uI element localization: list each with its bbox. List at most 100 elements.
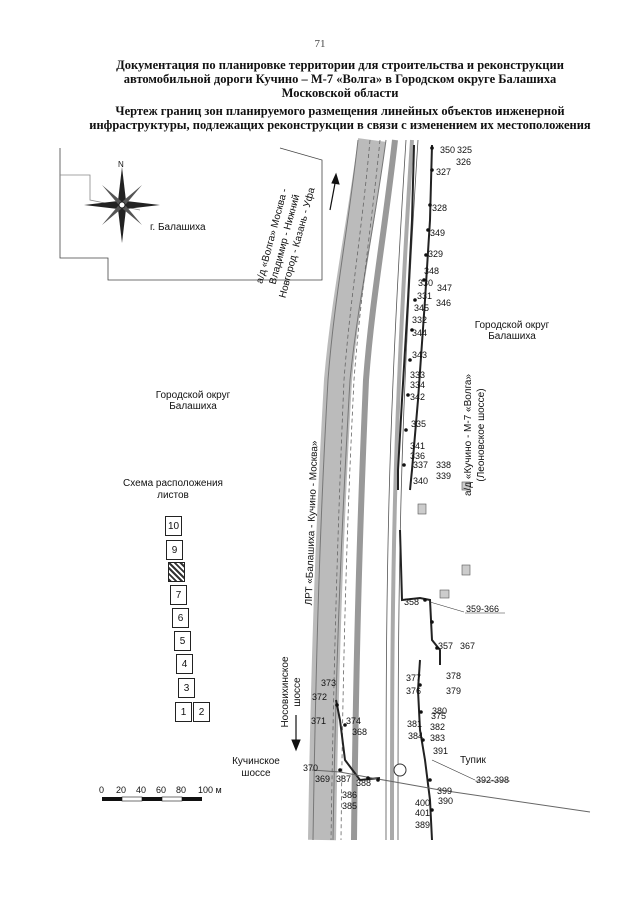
point-label: 367 (460, 641, 476, 651)
point-label: 337 (413, 460, 429, 470)
point-label: 377 (406, 673, 422, 683)
sheet-5: 5 (174, 631, 191, 651)
scale-tick: 60 (156, 785, 167, 795)
point-label: 359-366 (466, 604, 500, 614)
district-label-right: Городской округ Балашиха (462, 320, 562, 342)
sheet-6: 6 (172, 608, 189, 628)
point-label: 336 (410, 451, 426, 461)
point-label: 326 (456, 157, 472, 167)
kuchinskoe-label: Кучинское шоссе (226, 756, 286, 780)
point-label: 347 (437, 283, 453, 293)
point-label: 341 (410, 441, 426, 451)
point-label: 340 (413, 476, 429, 486)
point-label: 369 (315, 774, 331, 784)
point-label: 349 (430, 228, 446, 238)
point-label: 334 (410, 380, 426, 390)
scale-bar (102, 796, 202, 802)
road-line: (Леоновское шоссе) (476, 388, 487, 482)
point-label: 374 (346, 716, 362, 726)
point-label: 375 (431, 711, 447, 721)
point-label: 381 (407, 719, 423, 729)
point-label: 342 (410, 392, 426, 402)
direction-arrow-icon (329, 172, 340, 211)
buildings (417, 481, 471, 599)
point-label: 338 (436, 460, 452, 470)
point-label: 380 (432, 706, 448, 716)
road-line: а/д «Кучино - М-7 «Волга» (463, 373, 474, 497)
point-label: 399 (437, 786, 453, 796)
point-label: 387 (336, 774, 352, 784)
sheet-scheme-title: Схема расположения листов (108, 478, 238, 502)
point-label: 376 (406, 686, 422, 696)
scale-tick: 100 м (198, 785, 222, 795)
point-label: 373 (321, 678, 337, 688)
road-line: Носовихинское (280, 656, 291, 728)
sheet-9: 9 (166, 540, 183, 560)
point-label: 344 (412, 328, 428, 338)
point-label: 382 (430, 722, 446, 732)
sheet-4: 4 (176, 654, 193, 674)
point-label: 391 (433, 746, 449, 756)
district-line: Балашиха (488, 331, 536, 342)
tupik-label: Тупик (460, 755, 486, 766)
point-label: 339 (436, 471, 452, 481)
subtitle-line: инфраструктуры, подлежащих реконструкции… (89, 118, 591, 132)
road-line: шоссе (292, 677, 303, 707)
drawing-subtitle: Чертеж границ зон планируемого размещени… (70, 104, 610, 132)
boundary-points (335, 146, 439, 812)
point-label: 390 (438, 796, 454, 806)
scale-tick: 20 (116, 785, 127, 795)
point-label: 371 (311, 716, 327, 726)
point-label: 389 (415, 820, 431, 830)
point-label: 379 (446, 686, 462, 696)
point-label: 343 (412, 350, 428, 360)
scheme-title-line: Схема расположения (123, 478, 223, 489)
point-label: 346 (436, 298, 452, 308)
point-label: 370 (303, 763, 319, 773)
north-label: N (118, 160, 124, 169)
sheet-10: 10 (165, 516, 182, 536)
volga-highway (308, 138, 398, 841)
scale-tick: 80 (176, 785, 187, 795)
point-label: 345 (414, 303, 430, 313)
sheet-7: 7 (170, 585, 187, 605)
district-line: Городской округ (155, 390, 231, 401)
point-label: 358 (404, 597, 420, 607)
point-label: 401 (415, 808, 431, 818)
sheet-2: 2 (193, 702, 210, 722)
point-label: 368 (352, 727, 368, 737)
scale-tick: 40 (136, 785, 147, 795)
callout-leaders (429, 601, 510, 782)
city-label: г. Балашиха (150, 222, 206, 233)
point-label: 384 (408, 731, 424, 741)
title-line: автомобильной дороги Кучино – М-7 «Волга… (123, 72, 557, 86)
page-number: 71 (314, 38, 326, 50)
title-line: Документация по планировке территории дл… (116, 58, 564, 72)
document-title: Документация по планировке территории дл… (70, 58, 610, 100)
sheet-3: 3 (178, 678, 195, 698)
scale-tick: 0 (99, 785, 105, 795)
point-label: 400 (415, 798, 431, 808)
point-label: 383 (430, 733, 446, 743)
direction-arrow-icon (291, 715, 301, 752)
nosovikhinskoe-label: Носовихинское шоссе (280, 652, 304, 732)
point-label: 386 (342, 790, 358, 800)
point-label: 388 (356, 778, 372, 788)
point-label: 325 (457, 145, 473, 155)
point-label: 335 (411, 419, 427, 429)
point-label: 330 (418, 278, 434, 288)
title-line: Московской области (281, 86, 399, 100)
kuchino-road-label: а/д «Кучино - М-7 «Волга» (Леоновское шо… (462, 365, 488, 505)
district-label-left: Городской округ Балашиха (148, 390, 238, 412)
point-label: 372 (312, 692, 328, 702)
point-label: 392-398 (476, 775, 510, 785)
sheet-8-current (168, 562, 185, 582)
point-label: 350 (440, 145, 456, 155)
district-line: Балашиха (169, 401, 217, 412)
point-label: 348 (424, 266, 440, 276)
district-line: Городской округ (474, 320, 550, 331)
point-label: 333 (410, 370, 426, 380)
point-label: 357 (438, 641, 454, 651)
road-line: Кучинское (232, 756, 280, 767)
